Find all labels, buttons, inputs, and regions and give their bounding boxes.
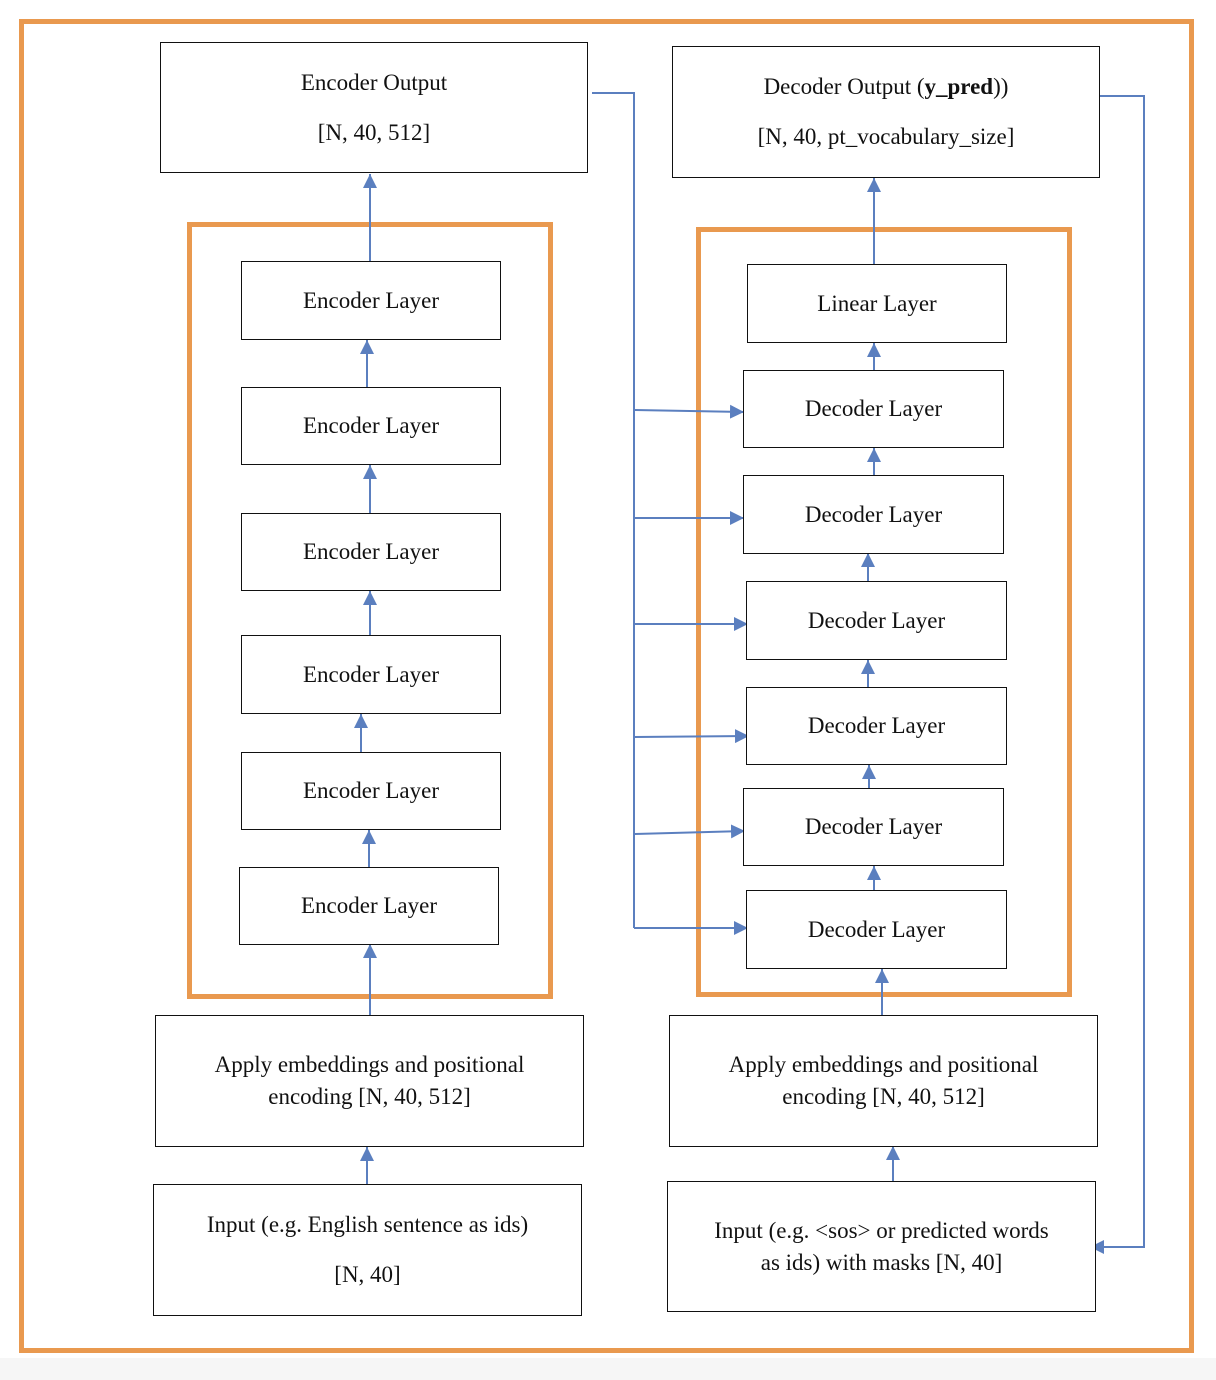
encoder-output-bus [592, 92, 635, 928]
encoder-layer-3: Encoder Layer [241, 513, 501, 591]
decoder-output-box: Decoder Output (y_pred)) [N, 40, pt_voca… [672, 46, 1100, 178]
decoder-layer-1: Decoder Layer [743, 370, 1004, 448]
decoder-layer-2: Decoder Layer [743, 475, 1004, 554]
decoder-input-line1: Input (e.g. <sos> or predicted words [714, 1217, 1049, 1243]
encoder-output-shape: [N, 40, 512] [317, 119, 431, 145]
encoder-output-title: Encoder Output [300, 69, 448, 95]
decoder-embedding-line1: Apply embeddings and positional [728, 1052, 1039, 1077]
decoder-layer-label: Decoder Layer [807, 916, 946, 942]
linear-layer: Linear Layer [747, 264, 1007, 343]
bus-to-decoder-layer-1 [633, 404, 745, 419]
decoder-stack-frame [696, 227, 1072, 997]
encoder-output-box: Encoder Output [N, 40, 512] [160, 42, 588, 173]
encoder-input-shape: [N, 40] [334, 1262, 401, 1287]
encoder-layer-6: Encoder Layer [239, 867, 499, 945]
encoder-layer-5: Encoder Layer [241, 752, 501, 830]
decoder-input-line2: as ids) with masks [N, 40] [760, 1249, 1003, 1275]
bus-to-decoder-layer-5 [633, 824, 746, 839]
encoder-input-line1: Input (e.g. English sentence as ids) [206, 1212, 529, 1237]
decoder-layer-label: Decoder Layer [804, 501, 943, 527]
decoder-embedding-box: Apply embeddings and positional encoding… [669, 1015, 1098, 1147]
decoder-layer-label: Decoder Layer [804, 396, 943, 421]
encoder-input-box: Input (e.g. English sentence as ids) [N,… [153, 1184, 582, 1316]
linear-layer-label: Linear Layer [817, 290, 937, 316]
encoder-embedding-line2: encoding [N, 40, 512] [268, 1084, 471, 1109]
encoder-layer-label: Encoder Layer [300, 893, 437, 918]
encoder-layer-4: Encoder Layer [241, 635, 501, 714]
decoder-layer-label: Decoder Layer [804, 814, 943, 839]
encoder-layer-label: Encoder Layer [302, 661, 439, 687]
encoder-layer-label: Encoder Layer [302, 287, 439, 313]
y-pred-label: y_pred [924, 74, 994, 99]
encoder-embedding-box: Apply embeddings and positional encoding… [155, 1015, 584, 1147]
decoder-output-title: Decoder Output (y_pred)) [763, 74, 1009, 99]
encoder-layer-label: Encoder Layer [302, 413, 439, 438]
decoder-output-shape: [N, 40, pt_vocabulary_size] [757, 124, 1015, 149]
decoder-layer-4: Decoder Layer [746, 687, 1007, 765]
decoder-layer-label: Decoder Layer [807, 607, 946, 633]
outer-frame [19, 19, 1194, 1353]
encoder-layer-label: Encoder Layer [302, 778, 439, 803]
decoder-layer-5: Decoder Layer [743, 788, 1004, 866]
encoder-embedding-line1: Apply embeddings and positional [214, 1052, 525, 1077]
bus-to-decoder-layer-4 [633, 729, 750, 744]
decoder-feedback-loop [1090, 95, 1145, 1254]
decoder-input-box: Input (e.g. <sos> or predicted words as … [667, 1181, 1096, 1312]
decoder-layer-3: Decoder Layer [746, 581, 1007, 660]
page-bottom-strip [0, 1358, 1216, 1380]
encoder-layer-2: Encoder Layer [241, 387, 501, 465]
encoder-layer-1: Encoder Layer [241, 261, 501, 340]
decoder-layer-6: Decoder Layer [746, 890, 1007, 969]
encoder-layer-label: Encoder Layer [302, 539, 439, 564]
decoder-embedding-line2: encoding [N, 40, 512] [782, 1084, 985, 1109]
decoder-layer-label: Decoder Layer [807, 713, 946, 738]
